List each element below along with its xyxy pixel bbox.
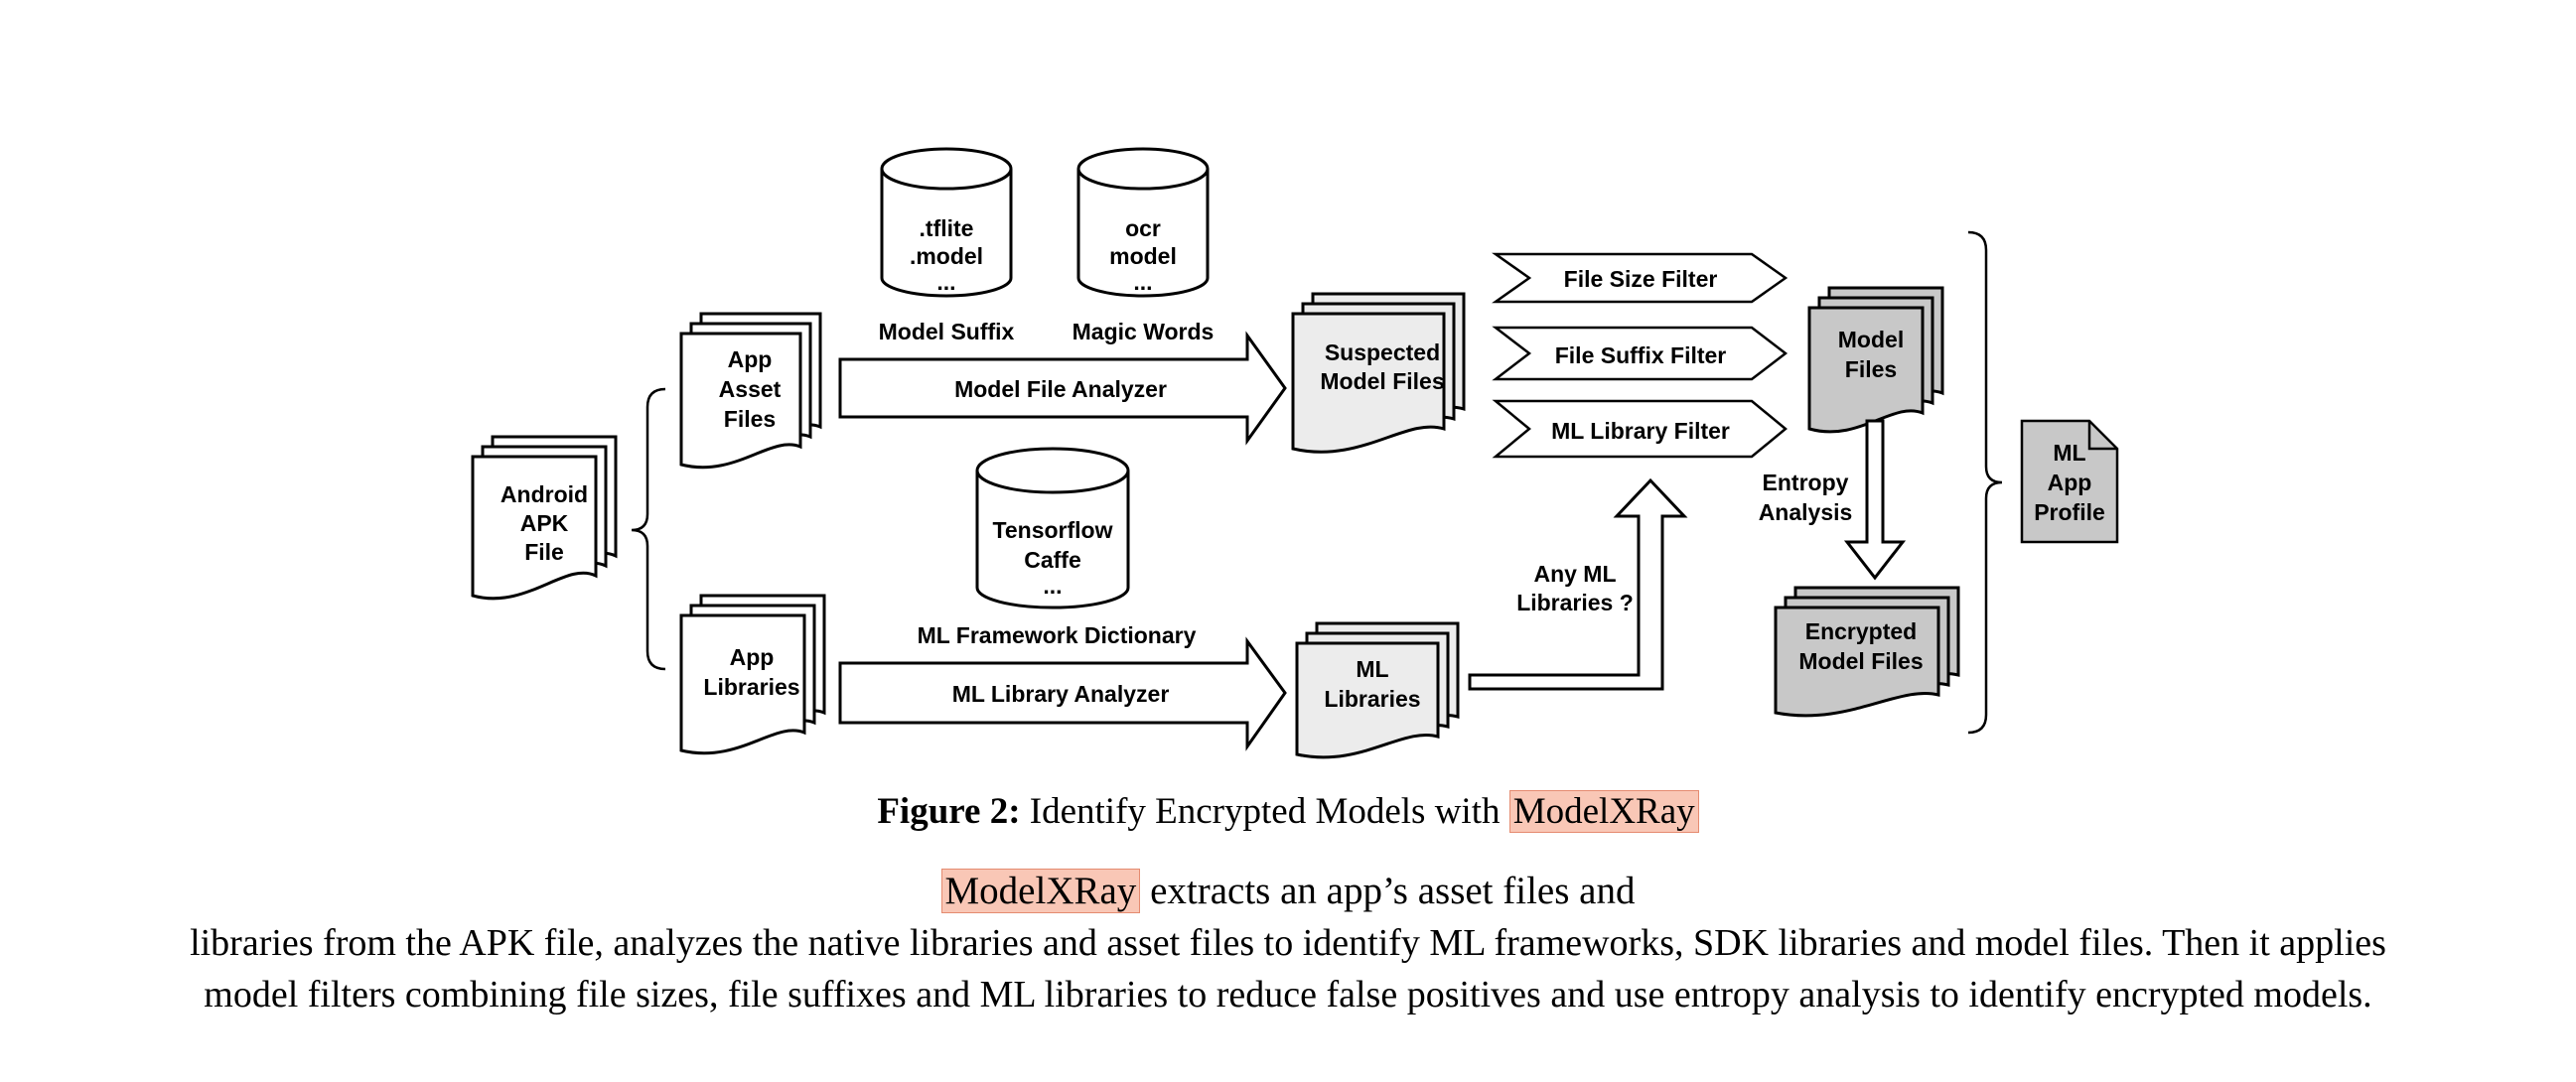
any-ml-libraries-arrow [1468, 477, 1688, 691]
model-files-label-2: Files [1845, 356, 1897, 382]
right-brace [1967, 230, 2003, 735]
profile-label-1: ML [2053, 440, 2085, 466]
suspected-label-2: Model Files [1320, 368, 1444, 394]
app-libraries-label-1: App [730, 644, 775, 670]
ml-app-profile-node [2020, 419, 2119, 544]
model-files-label-1: Model [1838, 327, 1904, 352]
entropy-label-1: Entropy [1763, 470, 1849, 495]
asset-files-label-1: App [728, 346, 773, 372]
framework-dict-label: ML Framework Dictionary [918, 622, 1197, 648]
magic-db-line-2: model [1109, 243, 1177, 269]
android-apk-file-node [471, 435, 618, 601]
asset-files-label-3: Files [724, 406, 776, 432]
apk-label-3: File [524, 539, 564, 565]
file-suffix-filter-label: File Suffix Filter [1555, 342, 1727, 368]
profile-label-3: Profile [2034, 499, 2105, 525]
tool-name-highlight: ModelXRay [1508, 790, 1699, 833]
pipeline-diagram: Android APK File App Asset Files App Lib… [471, 147, 2119, 759]
ml-libraries-node [1295, 621, 1460, 759]
app-libraries-node [679, 594, 826, 755]
magic-db-line-3: ... [1133, 269, 1152, 295]
apk-label-2: APK [520, 510, 569, 536]
ml-library-analyzer-label: ML Library Analyzer [952, 681, 1170, 707]
framework-db-line-3: ... [1043, 573, 1062, 599]
model-file-analyzer-arrow [838, 331, 1287, 446]
encrypted-model-files-node [1774, 586, 1960, 718]
ml-libraries-label-2: Libraries [1324, 686, 1420, 712]
app-libraries-label-2: Libraries [703, 674, 799, 700]
body-line1-rest: extracts an app’s asset files and [1140, 870, 1636, 912]
app-asset-files-node [679, 312, 822, 470]
ml-library-filter-label: ML Library Filter [1551, 418, 1730, 444]
magic-db-line-1: ocr [1125, 215, 1161, 241]
apk-label-1: Android [501, 481, 588, 507]
body-text-line-3: model filters combining file sizes, file… [204, 974, 2372, 1015]
any-ml-label-1: Any ML [1533, 561, 1616, 587]
asset-files-label-2: Asset [719, 376, 782, 402]
figure-caption-text: Identify Encrypted Models with [1029, 791, 1509, 832]
entropy-label-2: Analysis [1759, 499, 1853, 525]
encrypted-label-1: Encrypted [1805, 618, 1917, 644]
body-text-paragraph: libraries from the APK file, analyzes th… [0, 917, 2576, 1020]
magic-words-label: Magic Words [1073, 319, 1215, 344]
profile-fold [2087, 421, 2117, 451]
suffix-db-line-1: .tflite [920, 215, 974, 241]
file-suffix-filter-shape [1492, 326, 1789, 381]
ml-framework-database [975, 447, 1130, 609]
model-file-analyzer-label: Model File Analyzer [954, 376, 1167, 402]
suspected-model-files-node [1291, 292, 1466, 454]
model-suffix-database [880, 147, 1013, 298]
suffix-db-line-2: .model [910, 243, 983, 269]
magic-words-database [1076, 147, 1210, 298]
any-ml-label-2: Libraries ? [1516, 590, 1634, 615]
profile-label-2: App [2048, 470, 2092, 495]
suspected-label-1: Suspected [1325, 339, 1440, 365]
figure-label: Figure 2: [877, 791, 1021, 832]
entropy-analysis-arrow [1843, 419, 1907, 581]
file-size-filter-shape [1492, 252, 1789, 304]
model-files-node [1807, 286, 1944, 434]
suffix-db-line-3: ... [936, 269, 955, 295]
file-size-filter-label: File Size Filter [1564, 266, 1718, 292]
ml-libraries-label-1: ML [1356, 656, 1388, 682]
tool-name-highlight-body: ModelXRay [940, 869, 1141, 913]
left-brace [631, 387, 666, 671]
ml-library-analyzer-arrow [838, 636, 1287, 751]
framework-db-line-2: Caffe [1024, 547, 1081, 573]
model-suffix-label: Model Suffix [879, 319, 1015, 344]
figure-caption: Figure 2: Identify Encrypted Models with… [0, 790, 2576, 833]
encrypted-label-2: Model Files [1798, 648, 1923, 674]
body-text-line-2: libraries from the APK file, analyzes th… [190, 922, 2386, 964]
body-text-line-1: ModelXRay extracts an app’s asset files … [0, 866, 2576, 917]
framework-db-line-1: Tensorflow [993, 517, 1113, 543]
ml-library-filter-shape [1492, 399, 1788, 459]
